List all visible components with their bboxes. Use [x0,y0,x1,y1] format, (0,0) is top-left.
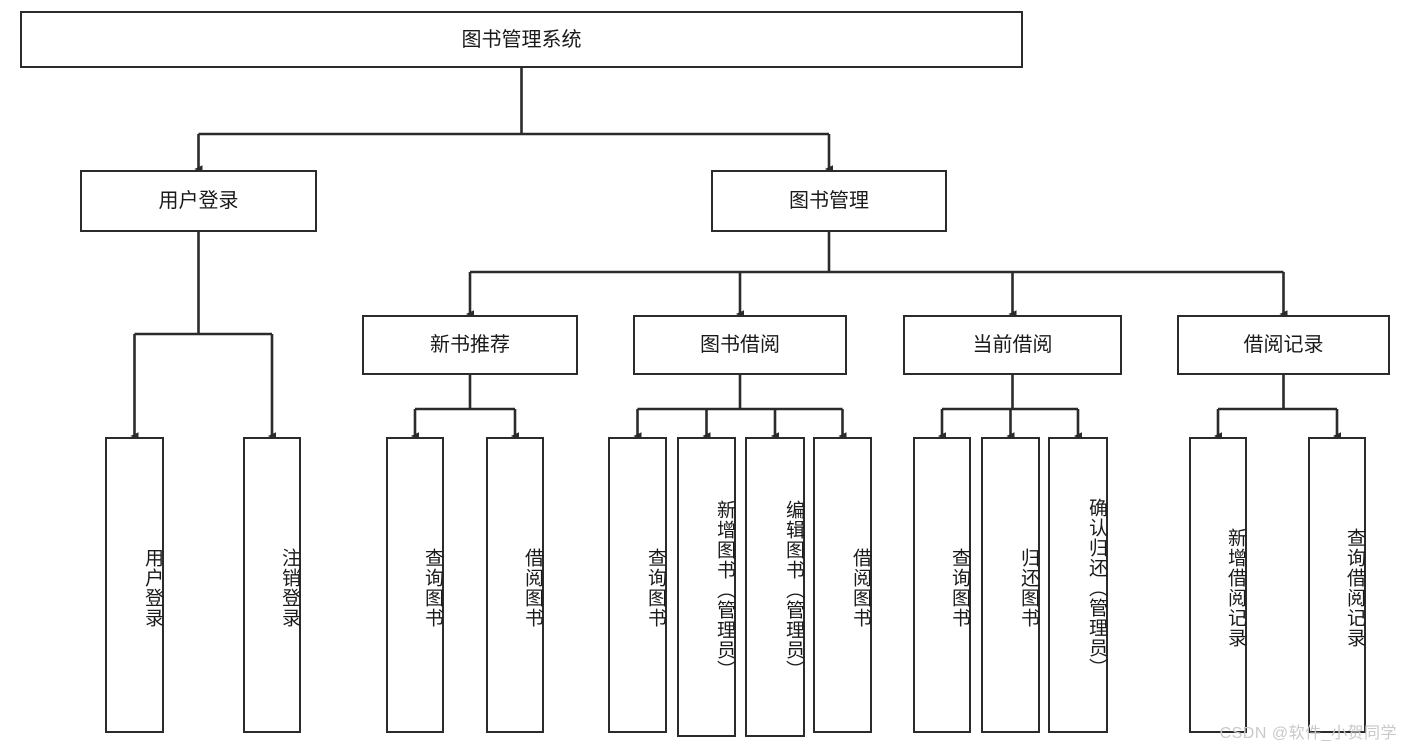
node-leaf-borrow-add[interactable]: 新增图书（管理员） [677,437,736,737]
node-label: 归还图书 [1018,548,1039,628]
node-user-login[interactable]: 用户登录 [80,170,317,232]
node-label: 查询图书 [645,548,666,628]
node-label: 编辑图书（管理员） [783,500,804,680]
connector-lines [130,68,1341,440]
node-leaf-borrow-query[interactable]: 查询图书 [608,437,667,733]
node-root[interactable]: 图书管理系统 [20,11,1023,68]
node-label: 用户登录 [142,548,163,628]
node-label: 借阅图书 [522,548,543,628]
node-label: 用户登录 [158,190,239,212]
node-label: 查询借阅记录 [1344,528,1365,648]
node-leaf-rd-add[interactable]: 新增借阅记录 [1189,437,1247,733]
node-label: 注销登录 [279,548,300,628]
node-leaf-borrow-edit[interactable]: 编辑图书（管理员） [745,437,805,737]
node-borrow-record[interactable]: 借阅记录 [1177,315,1390,375]
node-label: 查询图书 [422,548,443,628]
node-leaf-cur-return[interactable]: 归还图书 [981,437,1040,733]
node-leaf-rec-query[interactable]: 查询图书 [386,437,444,733]
node-leaf-cur-query[interactable]: 查询图书 [913,437,971,733]
node-leaf-borrow-lend[interactable]: 借阅图书 [813,437,872,733]
node-new-book-rec[interactable]: 新书推荐 [362,315,578,375]
node-label: 借阅记录 [1243,334,1324,356]
node-label: 当前借阅 [972,334,1053,356]
node-label: 图书管理 [789,190,869,212]
node-label: 新增图书（管理员） [714,500,735,680]
node-label: 新书推荐 [430,334,510,356]
node-label: 图书管理系统 [461,28,582,51]
node-book-borrow[interactable]: 图书借阅 [633,315,847,375]
node-leaf-user-login[interactable]: 用户登录 [105,437,164,733]
node-label: 借阅图书 [850,548,871,628]
node-current-borrow[interactable]: 当前借阅 [903,315,1122,375]
node-label: 图书借阅 [700,334,780,356]
node-book-manage[interactable]: 图书管理 [711,170,947,232]
node-leaf-user-logout[interactable]: 注销登录 [243,437,301,733]
node-leaf-rec-borrow[interactable]: 借阅图书 [486,437,544,733]
node-label: 新增借阅记录 [1225,528,1246,648]
node-label: 查询图书 [949,548,970,628]
node-leaf-rd-query[interactable]: 查询借阅记录 [1308,437,1366,733]
node-leaf-cur-confirm[interactable]: 确认归还（管理员） [1048,437,1108,733]
node-label: 确认归还（管理员） [1086,498,1107,678]
